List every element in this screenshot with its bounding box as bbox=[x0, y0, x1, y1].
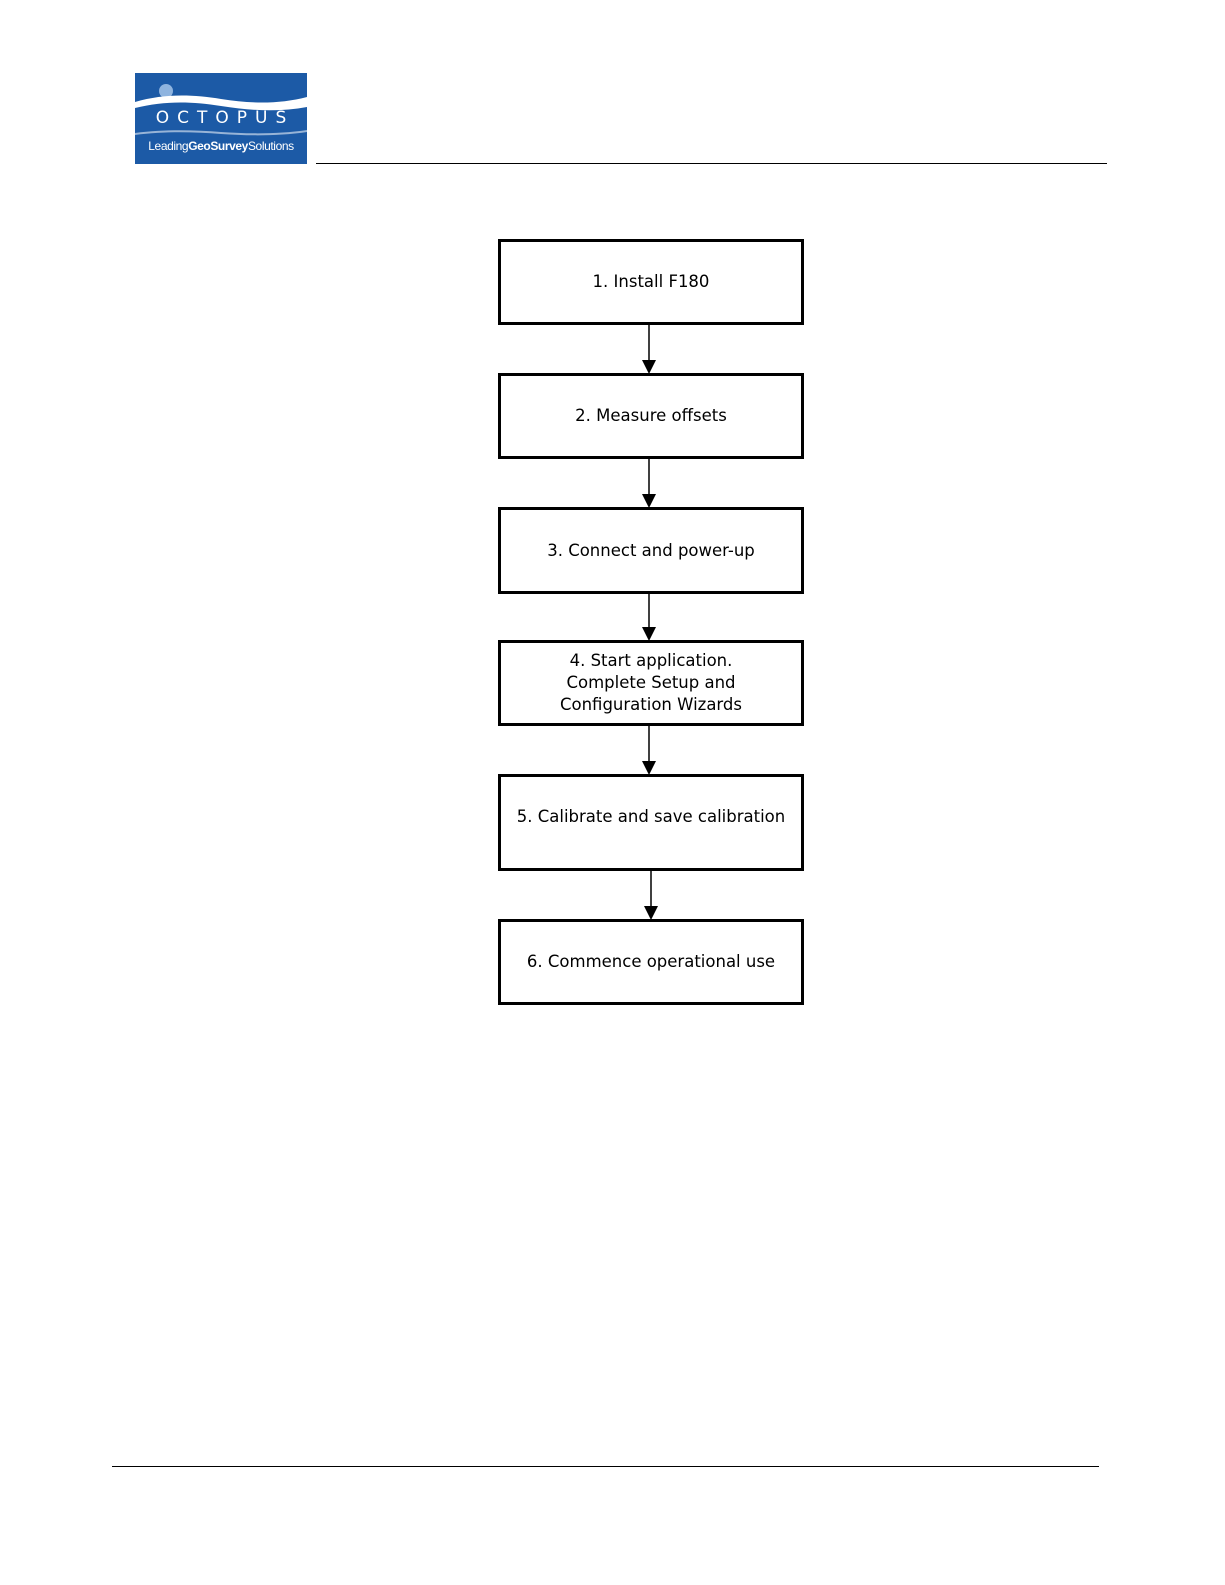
connector-2-3 bbox=[642, 459, 656, 508]
flowchart-step-1: 1. Install F180 bbox=[498, 239, 804, 325]
flowchart-step-3: 3. Connect and power-up bbox=[498, 507, 804, 594]
flowchart-step-6: 6. Commence operational use bbox=[498, 919, 804, 1005]
connector-3-4 bbox=[642, 594, 656, 641]
connector-4-5 bbox=[642, 726, 656, 775]
connector-1-2 bbox=[642, 325, 656, 374]
footer-rule bbox=[112, 1466, 1099, 1467]
flowchart-step-4: 4. Start application. Complete Setup and… bbox=[498, 640, 804, 726]
flowchart-step-2: 2. Measure offsets bbox=[498, 373, 804, 459]
flowchart-step-5: 5. Calibrate and save calibration bbox=[498, 774, 804, 871]
connector-5-6 bbox=[644, 871, 658, 920]
